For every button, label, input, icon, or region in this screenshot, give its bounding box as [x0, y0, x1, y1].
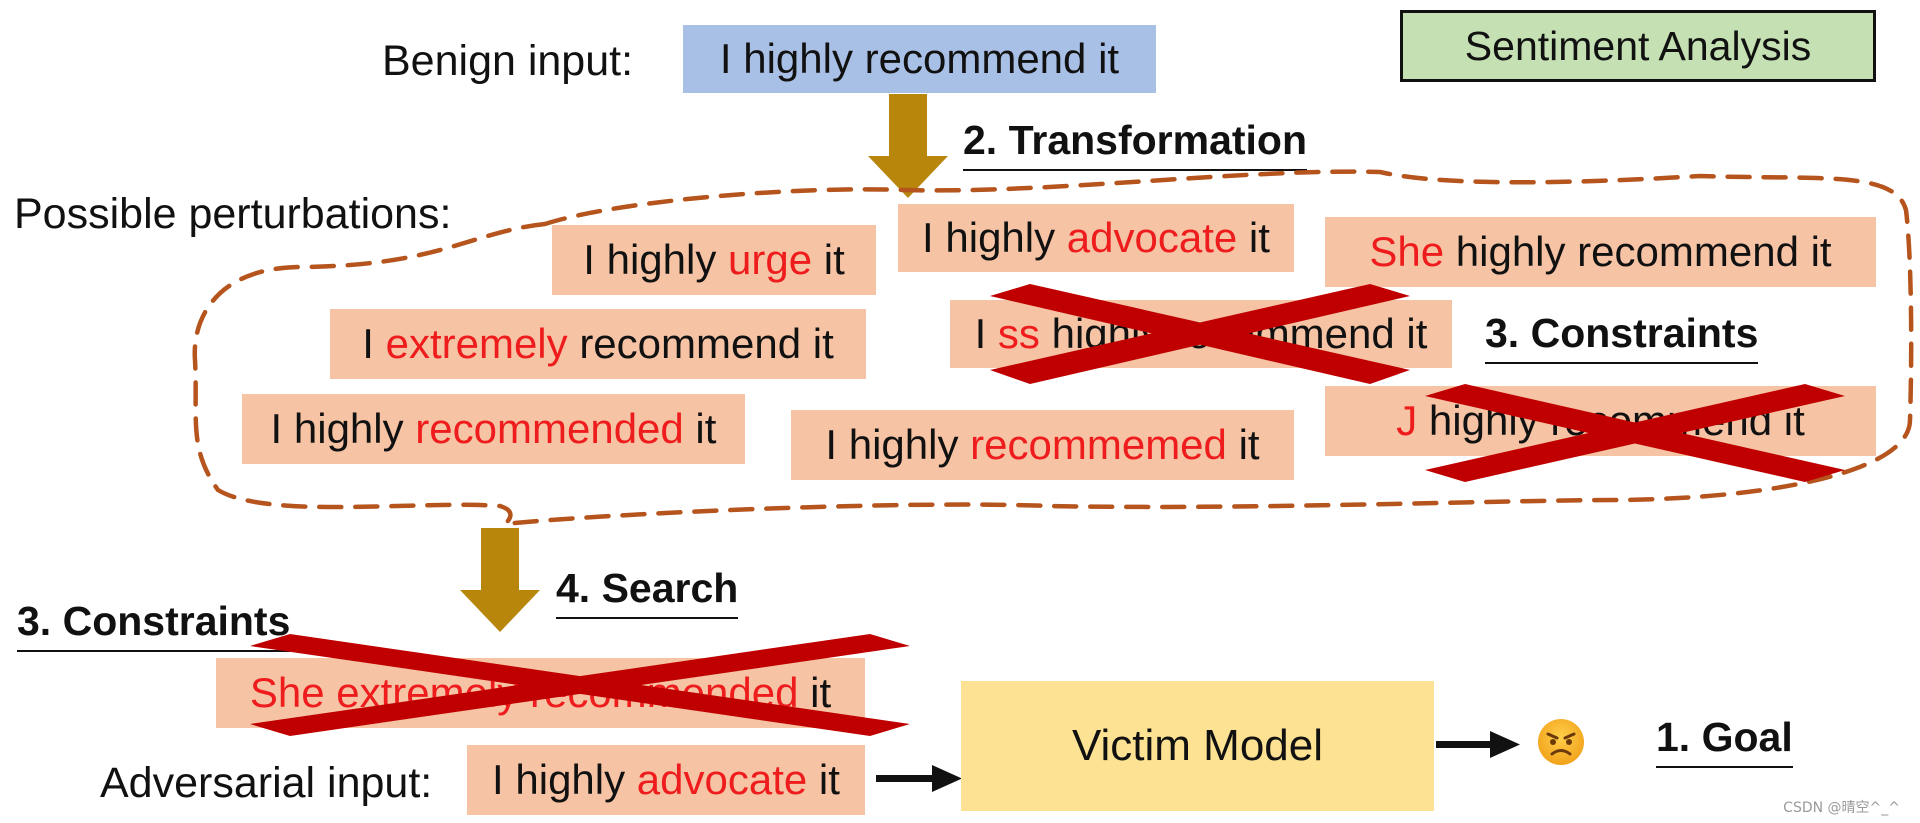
perturbation-highlight: recommended: [415, 405, 684, 452]
perturbation-prefix: I: [974, 310, 998, 357]
perturbation-suffix: highly recommend it: [1417, 397, 1805, 444]
perturbation-highlight: recommemed: [970, 421, 1227, 468]
perturbations-label: Possible perturbations:: [14, 190, 452, 238]
benign-input-label: Benign input:: [382, 37, 634, 85]
perturbation-item: She highly recommend it: [1325, 217, 1876, 287]
perturbation-highlight: urge: [728, 236, 813, 283]
perturbation-highlight: She: [1369, 228, 1445, 275]
perturbation-suffix: highly recommend it: [1039, 310, 1428, 357]
adversarial-highlight: advocate: [636, 756, 808, 803]
perturbation-prefix: I highly: [922, 214, 1067, 261]
benign-input-text: I highly recommend it: [719, 35, 1120, 82]
transformation-arrow-icon: [868, 94, 948, 198]
victim-model-label: Victim Model: [1071, 721, 1324, 770]
constraints-heading-top: 3. Constraints: [1485, 313, 1759, 364]
perturbation-item-rejected: I ss highly recommend it: [950, 300, 1452, 368]
perturbation-suffix: it: [1237, 214, 1270, 261]
perturbation-highlight: extremely: [385, 320, 568, 367]
perturbation-suffix: it: [812, 236, 845, 283]
perturbation-suffix: recommend it: [567, 320, 834, 367]
input-arrow-icon: [876, 765, 962, 792]
victim-model-box: Victim Model: [961, 681, 1434, 811]
adversarial-suffix: it: [807, 756, 840, 803]
perturbation-item-rejected: J highly recommend it: [1325, 386, 1876, 456]
adversarial-input-label: Adversarial input:: [100, 759, 433, 807]
perturbation-suffix: highly recommend it: [1444, 228, 1832, 275]
perturbation-prefix: I highly: [825, 421, 971, 468]
perturbation-prefix: I highly: [270, 405, 416, 452]
perturbation-item: I extremely recommend it: [330, 309, 866, 379]
adversarial-prefix: I highly: [492, 756, 637, 803]
perturbation-item: I highly advocate it: [898, 204, 1294, 272]
goal-heading: 1. Goal: [1656, 717, 1793, 768]
transformation-heading: 2. Transformation: [963, 120, 1308, 171]
perturbation-prefix: I highly: [583, 236, 728, 283]
task-badge: Sentiment Analysis: [1400, 10, 1876, 82]
perturbation-suffix: it: [1226, 421, 1260, 468]
search-arrow-icon: [460, 528, 540, 632]
perturbation-item: I highly recommemed it: [791, 410, 1294, 480]
watermark: CSDN @晴空^_^: [1783, 800, 1900, 816]
perturbation-highlight: advocate: [1066, 214, 1238, 261]
constraints-heading-bottom: 3. Constraints: [17, 601, 291, 652]
perturbation-region-outline: [192, 169, 1914, 528]
perturbation-suffix: it: [683, 405, 717, 452]
task-badge-label: Sentiment Analysis: [1464, 22, 1812, 69]
angry-face-icon: [1538, 719, 1584, 765]
perturbation-prefix: I: [362, 320, 386, 367]
perturbation-highlight: ss: [997, 310, 1040, 357]
rejected-candidate-suffix: it: [798, 669, 832, 716]
rejected-candidate-box: She extremely recommended it: [216, 658, 865, 728]
perturbation-item: I highly urge it: [552, 225, 876, 295]
adversarial-input-box: I highly advocate it: [467, 745, 865, 815]
benign-input-box: I highly recommend it: [683, 25, 1156, 93]
search-heading: 4. Search: [556, 568, 739, 619]
output-arrow-icon: [1436, 731, 1520, 758]
perturbation-item: I highly recommended it: [242, 394, 745, 464]
rejected-candidate-highlight: She extremely recommended: [249, 669, 799, 716]
perturbation-highlight: J: [1396, 397, 1418, 444]
